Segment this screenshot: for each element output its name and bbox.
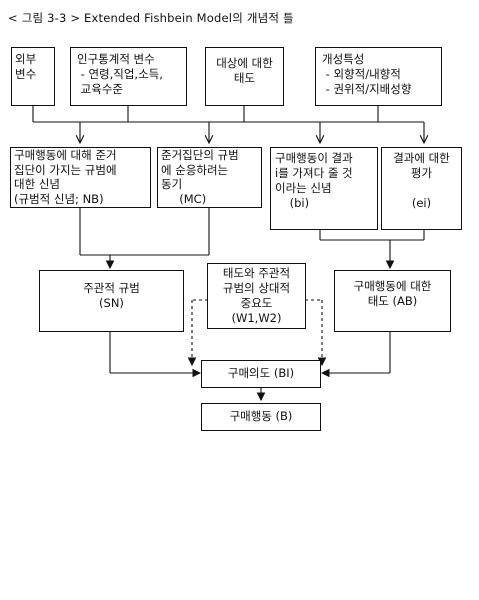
box-relative-weights: 태도와 주관적 규범의 상대적 중요도 (W1,W2) [207, 263, 306, 329]
box-purchase-intention: 구매의도 (BI) [201, 360, 321, 388]
box-normative-belief: 구매행동에 대해 준거 집단이 가지는 규범에 대한 신념 (규범적 신념; N… [10, 147, 151, 208]
box-subjective-norm: 주관적 규범 (SN) [39, 270, 184, 332]
box-attitude-toward-act: 구매행동에 대한 태도 (AB) [334, 270, 451, 332]
box-outcome-evaluation: 결과에 대한 평가 (ei) [381, 147, 462, 230]
box-motivation-to-comply: 준거집단의 규범 에 순응하려는 동기 (MC) [157, 147, 262, 208]
box-demographic-variables: 인구통계적 변수 - 연령,직업,소득, 교육수준 [70, 47, 187, 106]
box-behavioral-belief: 구매행동이 결과 i를 가져다 줄 것 이라는 신념 (bi) [270, 147, 378, 230]
box-purchase-behavior: 구매행동 (B) [201, 403, 321, 431]
figure-title: < 그림 3-3 > Extended Fishbein Model의 개념적 … [8, 11, 294, 25]
box-external-variables: 외부 변수 [11, 47, 55, 106]
box-personality-traits: 개성특성 - 외향적/내향적 - 권위적/지배성향 [315, 47, 442, 106]
box-attitude-toward-object: 대상에 대한 태도 [205, 47, 284, 106]
